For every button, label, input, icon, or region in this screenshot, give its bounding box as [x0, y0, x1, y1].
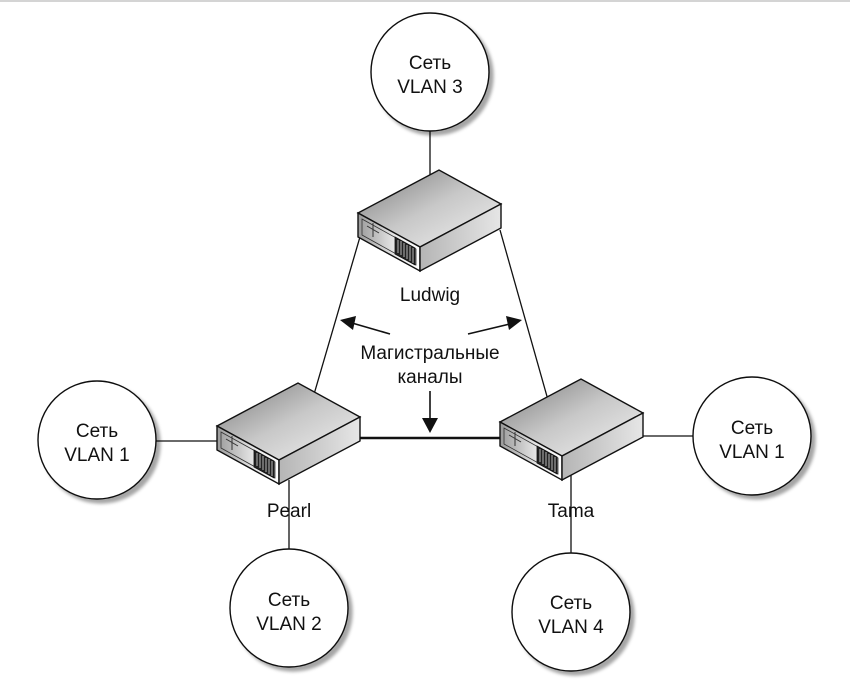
arrow-left-head	[340, 316, 356, 330]
network-vlan3-line2: VLAN 3	[397, 77, 462, 98]
network-vlan1-right	[692, 376, 812, 496]
switch-ludwig-label: Ludwig	[400, 285, 460, 306]
network-vlan2-line2: VLAN 2	[256, 614, 321, 635]
top-border	[0, 0, 850, 2]
switch-tama-label: Tama	[548, 501, 595, 522]
trunk-label-line2: каналы	[397, 367, 462, 388]
network-vlan2-line1: Сеть	[268, 590, 310, 611]
network-vlan4-line1: Сеть	[550, 593, 592, 614]
network-vlan1-right-line2: VLAN 1	[719, 442, 784, 463]
network-vlan4-line2: VLAN 4	[538, 617, 604, 638]
arrow-left-shaft	[351, 322, 391, 335]
arrow-right-head	[506, 316, 522, 330]
trunk-label-line1: Магистральные	[360, 343, 499, 364]
arrow-down-head	[422, 418, 438, 433]
network-vlan1-left-line1: Сеть	[76, 421, 118, 442]
trunk-ludwig-tama	[499, 229, 549, 401]
network-vlan1-left-line2: VLAN 1	[64, 445, 129, 466]
connections	[156, 130, 694, 553]
trunk-ludwig-pearl	[309, 229, 363, 409]
switch-tama-icon	[499, 378, 644, 481]
network-vlan3-line1: Сеть	[409, 53, 451, 74]
switch-pearl-label: Pearl	[267, 501, 311, 522]
arrow-right-shaft	[467, 323, 511, 335]
trunk-arrows	[340, 316, 522, 433]
switch-ludwig-icon	[357, 169, 502, 272]
network-vlan3	[370, 12, 490, 132]
switch-pearl-icon	[216, 382, 361, 485]
network-vlan2	[229, 548, 349, 668]
network-vlan1-left	[37, 380, 157, 500]
network-vlan4	[511, 552, 631, 672]
network-vlan1-right-line1: Сеть	[731, 418, 773, 439]
